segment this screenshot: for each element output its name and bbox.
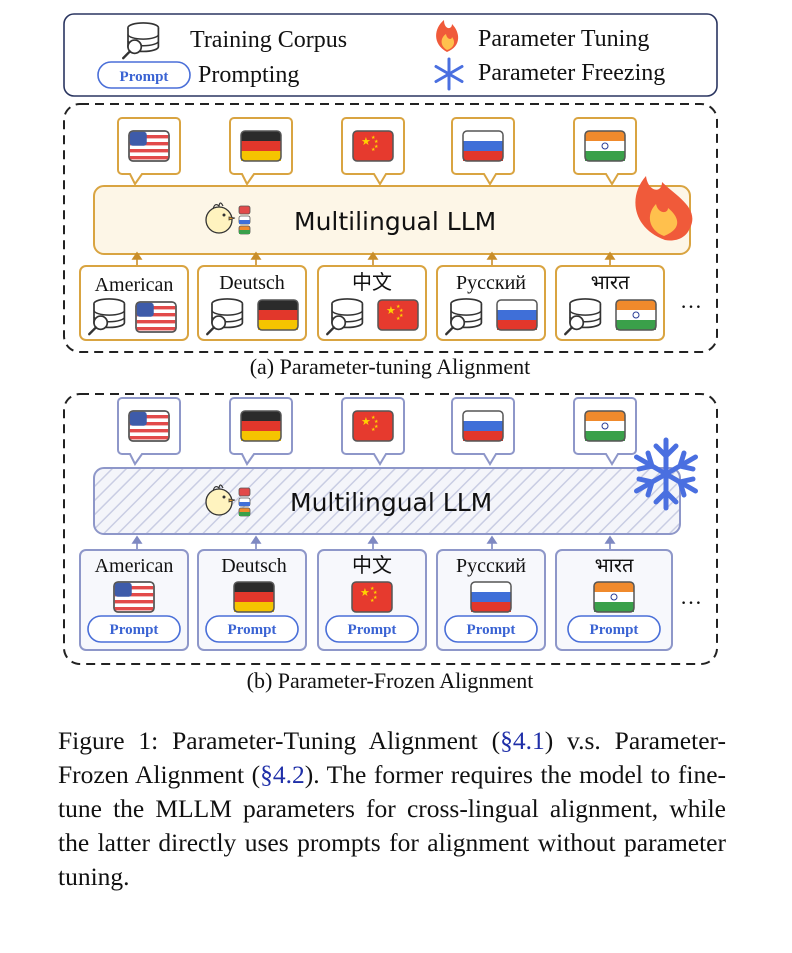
india-flag-icon bbox=[593, 581, 635, 613]
input-label: भारत bbox=[595, 555, 634, 577]
panel-b-arrows bbox=[131, 535, 616, 550]
us-flag-icon bbox=[135, 301, 177, 333]
prompt-badge bbox=[567, 615, 661, 643]
prompt-badge bbox=[87, 615, 181, 643]
legend-prompting: Prompting bbox=[198, 62, 299, 88]
input-box-deutsch: Deutsch bbox=[197, 265, 307, 341]
panel-a-border bbox=[63, 103, 718, 353]
output-bubble-us bbox=[117, 397, 181, 466]
input-label: Deutsch bbox=[219, 272, 285, 294]
panel-a-arrows bbox=[131, 251, 616, 266]
prompt-badge-label: Prompt bbox=[228, 622, 277, 638]
output-bubble-de bbox=[229, 397, 293, 466]
input-box-india: भारत Prompt bbox=[555, 549, 673, 651]
germany-flag-icon bbox=[257, 299, 299, 331]
panel-b: Multilingual LLM American bbox=[63, 393, 718, 693]
section-ref-4-2[interactable]: §4.2 bbox=[260, 760, 305, 789]
india-flag-icon bbox=[615, 299, 657, 331]
russia-flag-icon bbox=[462, 130, 504, 162]
germany-flag-icon bbox=[240, 130, 282, 162]
germany-flag-icon bbox=[233, 581, 275, 613]
panel-b-border bbox=[63, 393, 718, 665]
input-box-chinese: 中文 bbox=[317, 265, 427, 341]
prompt-badge bbox=[97, 61, 191, 89]
fire-icon bbox=[436, 20, 459, 52]
prompt-badge-label: Prompt bbox=[590, 622, 639, 638]
russia-flag-icon bbox=[470, 581, 512, 613]
panel-b-caption: (b) Parameter-Frozen Alignment bbox=[247, 668, 534, 693]
china-flag-icon bbox=[351, 581, 393, 613]
output-bubble-de bbox=[229, 117, 293, 186]
figure-diagram: ★ ★ ★ ★ ★ bbox=[63, 13, 718, 693]
india-flag-icon bbox=[584, 410, 626, 442]
panel-a-fire-icon bbox=[635, 176, 693, 241]
prompt-badge-label: Prompt bbox=[120, 69, 169, 85]
us-flag-icon bbox=[128, 130, 170, 162]
prompt-badge bbox=[444, 615, 538, 643]
input-box-russian: Русский Prompt bbox=[436, 549, 546, 651]
input-label: American bbox=[95, 555, 174, 577]
input-box-american: American bbox=[79, 265, 189, 341]
output-bubble-in bbox=[573, 397, 637, 466]
russia-flag-icon bbox=[496, 299, 538, 331]
panel-a-output-bubbles bbox=[117, 117, 637, 186]
us-flag-icon bbox=[113, 581, 155, 613]
panel-b-ellipsis: … bbox=[680, 584, 702, 609]
prompt-badge-label: Prompt bbox=[467, 622, 516, 638]
panel-b-llm-box bbox=[93, 467, 681, 535]
caption-prefix: Figure 1: Parameter-Tuning Alignment ( bbox=[58, 726, 501, 755]
china-flag-icon bbox=[352, 410, 394, 442]
snowflake-icon bbox=[434, 57, 464, 91]
figure-caption: Figure 1: Parameter-Tuning Alignment (§4… bbox=[58, 724, 726, 894]
output-bubble-in bbox=[573, 117, 637, 186]
legend: Training Corpus Prompt Prompting Paramet… bbox=[63, 13, 718, 97]
caption-mid: ) v.s. Parameter-Frozen Alignment ( bbox=[58, 726, 726, 789]
input-label: 中文 bbox=[352, 554, 392, 577]
panel-a-ellipsis: … bbox=[680, 288, 702, 313]
panel-b-output-bubbles bbox=[117, 397, 637, 466]
russia-flag-icon bbox=[462, 410, 504, 442]
caption-suffix: ). The former requires the model to fine… bbox=[58, 760, 726, 891]
input-label: Deutsch bbox=[221, 555, 287, 577]
input-box-india: भारत bbox=[555, 265, 665, 341]
output-bubble-ru bbox=[451, 397, 515, 466]
panel-b-inputs: American Prompt Deutsch Prompt 中文 Prompt bbox=[79, 549, 702, 651]
prompt-badge-label: Prompt bbox=[110, 622, 159, 638]
input-box-russian: Русский bbox=[436, 265, 546, 341]
panel-b-snowflake-icon bbox=[634, 437, 698, 511]
input-box-chinese: 中文 Prompt bbox=[317, 549, 427, 651]
legend-training-corpus: Training Corpus bbox=[190, 27, 347, 53]
panel-a-llm-label: Multilingual LLM bbox=[294, 207, 496, 236]
china-flag-icon bbox=[377, 299, 419, 331]
germany-flag-icon bbox=[240, 410, 282, 442]
output-bubble-cn bbox=[341, 117, 405, 186]
prompt-badge bbox=[325, 615, 419, 643]
us-flag-icon bbox=[128, 410, 170, 442]
output-bubble-cn bbox=[341, 397, 405, 466]
india-flag-icon bbox=[584, 130, 626, 162]
prompt-badge bbox=[205, 615, 299, 643]
input-label: 中文 bbox=[352, 271, 392, 294]
legend-parameter-freezing: Parameter Freezing bbox=[478, 60, 665, 86]
china-flag-icon bbox=[352, 130, 394, 162]
output-bubble-us bbox=[117, 117, 181, 186]
input-label: American bbox=[95, 274, 174, 296]
panel-b-llm-label: Multilingual LLM bbox=[290, 488, 492, 517]
input-box-deutsch: Deutsch Prompt bbox=[197, 549, 307, 651]
output-bubble-ru bbox=[451, 117, 515, 186]
input-box-american: American Prompt bbox=[79, 549, 189, 651]
legend-box bbox=[63, 13, 718, 97]
input-label: Русский bbox=[456, 272, 526, 294]
legend-parameter-tuning: Parameter Tuning bbox=[478, 26, 649, 52]
prompt-badge-label: Prompt bbox=[348, 622, 397, 638]
input-label: भारत bbox=[591, 272, 630, 294]
panel-a-inputs: American Deutsch 中文 Русский bbox=[79, 265, 702, 341]
panel-a-caption: (a) Parameter-tuning Alignment bbox=[250, 354, 531, 379]
input-label: Русский bbox=[456, 555, 526, 577]
section-ref-4-1[interactable]: §4.1 bbox=[500, 726, 545, 755]
panel-a: Multilingual LLM American Deutsch bbox=[63, 103, 718, 379]
